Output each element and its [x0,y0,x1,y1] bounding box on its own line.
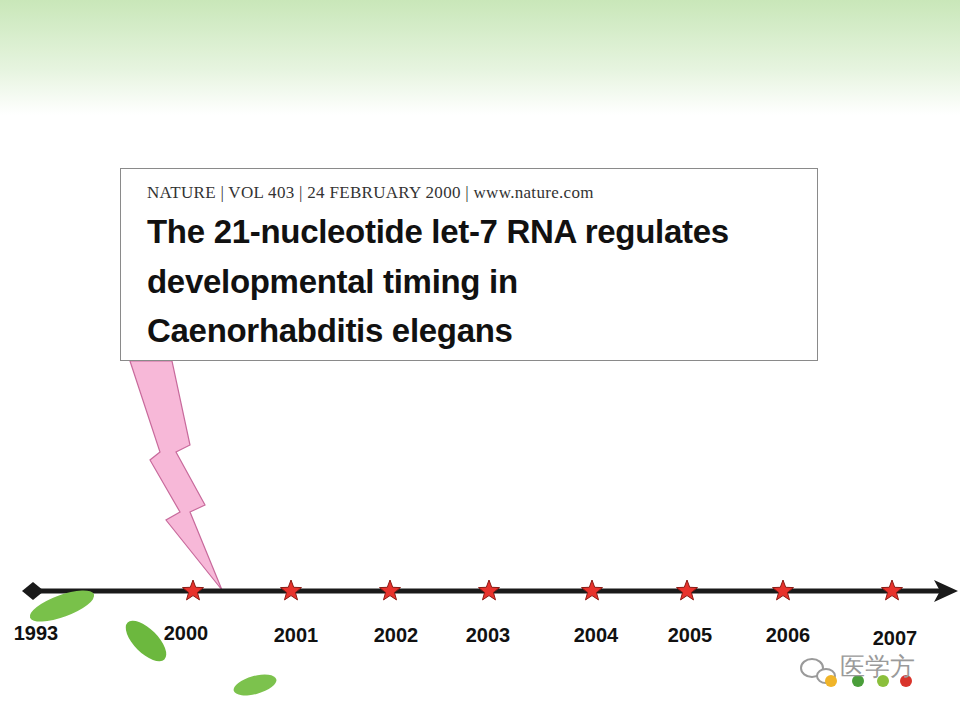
article-title: The 21-nucleotide let-7 RNA regulates de… [147,207,747,356]
callout-bolt [130,361,222,590]
year-label: 2002 [374,624,419,647]
year-label: 2006 [766,624,811,647]
leaf [231,671,278,700]
year-label: 2003 [466,624,511,647]
timeline-star [183,580,204,600]
year-label: 2005 [668,624,713,647]
timeline-star [380,580,401,600]
year-label: 2007 [873,627,918,650]
timeline-star [773,580,794,600]
axis-start [22,582,44,600]
article-box: NATURE | VOL 403 | 24 FEBRUARY 2000 | ww… [120,168,818,361]
year-label: 2004 [574,624,619,647]
timeline-star [882,580,903,600]
year-label: 2001 [274,624,319,647]
journal-header: NATURE | VOL 403 | 24 FEBRUARY 2000 | ww… [147,183,791,203]
timeline-star [479,580,500,600]
leaf [26,584,97,628]
top-band [0,0,960,115]
timeline-star [281,580,302,600]
dot [825,675,837,687]
year-label: 1993 [14,622,59,645]
axis-arrow [934,580,958,602]
timeline-star [582,580,603,600]
timeline-star [677,580,698,600]
year-label: 2000 [164,622,209,645]
watermark: 医学方 [840,650,915,683]
